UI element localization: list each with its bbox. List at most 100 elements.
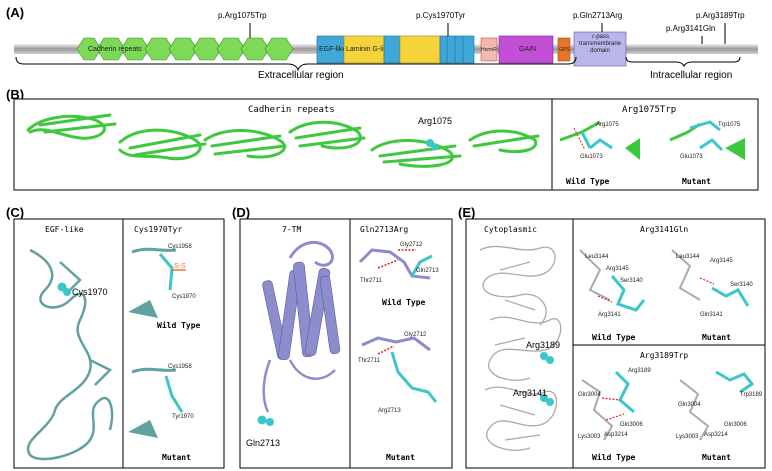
panel-c-wt-structure	[128, 247, 186, 318]
panel-b-wt-label: Wild Type	[566, 176, 610, 186]
panel-d: (D) 7-TM Gln2713 Gln2713Arg Gly2712 Gln2…	[232, 205, 453, 469]
laminin-domain	[343, 35, 385, 64]
panel-c: (C) EGF-like Cys1970 Cys1970Tyr S-S Cys1…	[6, 205, 225, 469]
panel-b-mut-label: Mutant	[682, 177, 711, 186]
gps-domain	[557, 37, 571, 62]
panel-b-label: (B)	[6, 87, 24, 102]
gps-label: GPS	[559, 47, 570, 53]
panel-c-frame	[13, 218, 225, 469]
panel-d-wt-res1: Gly2712	[400, 242, 423, 248]
cytoplasmic-structure	[479, 245, 562, 451]
panel-e-bot-mut-res: Gln3004	[678, 402, 701, 408]
panel-e-top-title: Arg3141Gln	[640, 225, 688, 234]
panel-e: (E) Cytoplasmic Arg3189 Arg3141 Arg3141G…	[458, 205, 766, 469]
panel-d-mut-structure	[361, 336, 438, 403]
panel-b-wt-structure	[559, 120, 640, 160]
panel-e-top-wt-res: Arg3145	[606, 266, 629, 272]
extracellular-label: Extracellular region	[258, 70, 344, 81]
panel-e-bot-mut-res: Gln3006	[724, 422, 747, 428]
panel-d-mut-label: Mutant	[386, 453, 415, 462]
panel-c-label: (C)	[6, 205, 24, 220]
arg3189-sphere	[540, 352, 548, 360]
panel-e-bot-mut-res: Trp3189	[740, 392, 763, 398]
panel-d-residue: Gln2713	[246, 438, 280, 448]
panel-e-bot-wt-res: Asp3214	[604, 432, 628, 438]
cadherin-structure	[26, 113, 540, 168]
panel-c-wt-res2: Cys1970	[172, 294, 196, 300]
panel-e-top-mut-res: Leu3144	[676, 254, 700, 260]
panel-c-wt-res1: Cys1958	[168, 244, 192, 250]
panel-b-wt-res1: Arg1075	[596, 122, 619, 128]
intracellular-brace	[625, 56, 741, 68]
panel-e-bottom-title: Arg3189Trp	[640, 351, 688, 360]
gain-domain	[498, 35, 554, 64]
arg3141-sphere	[540, 394, 548, 402]
panel-d-mut-res2: Thr2711	[358, 358, 381, 364]
panel-e-top-mut-res: Ser3140	[730, 282, 753, 288]
panel-e-top-wt-label: Wild Type	[592, 332, 636, 342]
variant-label: p.Gln2713Arg	[573, 11, 622, 20]
panel-e-frame	[465, 218, 766, 469]
panel-d-label: (D)	[232, 205, 250, 220]
arg1075-sphere	[426, 139, 434, 147]
panel-c-mut-structure	[128, 367, 184, 438]
panel-e-top-wt-res: Arg3141	[598, 312, 621, 318]
panel-d-mut-res1: Gly2712	[404, 332, 427, 338]
panel-c-right-title: Cys1970Tyr	[134, 225, 182, 234]
gain-label: GAIN	[519, 46, 536, 53]
panel-c-title: EGF-like	[45, 225, 84, 234]
panel-e-top-wt-res: Leu3144	[585, 254, 609, 260]
tm-label: 7-pass transmembrane domain	[578, 34, 622, 54]
panel-c-mut-res1: Cys1958	[168, 364, 192, 370]
panel-e-title: Cytoplasmic	[484, 225, 537, 234]
panel-e-top-mut-res: Gln3141	[700, 312, 723, 318]
cadherin-repeats	[76, 37, 294, 61]
panel-e-bot-mut-res: Asp3214	[704, 432, 728, 438]
panel-d-title: 7-TM	[282, 225, 301, 234]
panel-e-bot-wt-res: Gln3006	[620, 422, 643, 428]
panel-b-right-title: Arg1075Trp	[622, 105, 676, 115]
egf-label: EGF-like	[319, 46, 346, 53]
panel-d-wt-label: Wild Type	[382, 297, 426, 307]
extracellular-brace	[15, 56, 577, 72]
panel-d-wt-structure	[358, 248, 433, 280]
panel-d-mut-res3: Arg2713	[378, 408, 401, 414]
panel-e-top-mut-label: Mutant	[702, 333, 731, 342]
panel-e-top-wt-structure	[579, 249, 646, 312]
panel-a: (A) Cadherin repeats EGF-like Laminin G-…	[6, 5, 758, 81]
panel-d-wt-res2: Gln2713	[416, 268, 439, 274]
panel-e-top-mut-structure	[671, 249, 750, 307]
egf-domain	[316, 35, 345, 64]
panel-e-residue1: Arg3189	[526, 340, 560, 350]
variant-label: p.Arg3141Gln	[666, 24, 715, 33]
panel-b-wt-res2: Glu1073	[580, 154, 603, 160]
panel-e-bot-mut-structure	[679, 370, 755, 441]
tm-structure	[262, 241, 341, 413]
panel-c-wt-label: Wild Type	[157, 320, 201, 330]
cadherin-label: Cadherin repeats	[88, 46, 142, 53]
panel-e-bot-wt-res: Lys3003	[578, 434, 601, 440]
panel-a-label: (A)	[6, 5, 24, 20]
panel-d-right-title: Gln2713Arg	[360, 225, 408, 234]
panel-b-mut-structure	[669, 120, 745, 160]
panel-e-bot-mut-res: Lys3003	[676, 434, 699, 440]
panel-b-mut-res1: Trp1075	[718, 122, 741, 128]
panel-d-wt-res3: Thr2711	[360, 278, 383, 284]
panel-b: (B) Cadherin repeats Arg1075 Arg1	[6, 87, 759, 191]
tm-domain	[573, 31, 627, 67]
panel-e-top-wt-res: Ser3140	[620, 278, 643, 284]
panel-e-bot-mut-label: Mutant	[702, 453, 731, 462]
panel-e-top-mut-res: Arg3145	[710, 258, 733, 264]
variant-label: p.Arg1075Trp	[218, 11, 267, 20]
panel-e-bot-wt-res: Arg3189	[628, 368, 651, 374]
panel-c-mut-res2: Tyr1970	[172, 414, 194, 420]
gln2713-sphere	[257, 415, 267, 425]
variant-label: p.Cys1970Tyr	[416, 11, 466, 20]
panel-b-mut-res2: Glu1073	[680, 154, 703, 160]
panel-e-residue2: Arg3141	[513, 388, 547, 398]
variant-label: p.Arg3189Trp	[696, 11, 745, 20]
hormr-domain	[480, 37, 498, 62]
panel-c-mut-label: Mutant	[162, 453, 191, 462]
panel-e-bot-wt-structure	[581, 370, 635, 441]
